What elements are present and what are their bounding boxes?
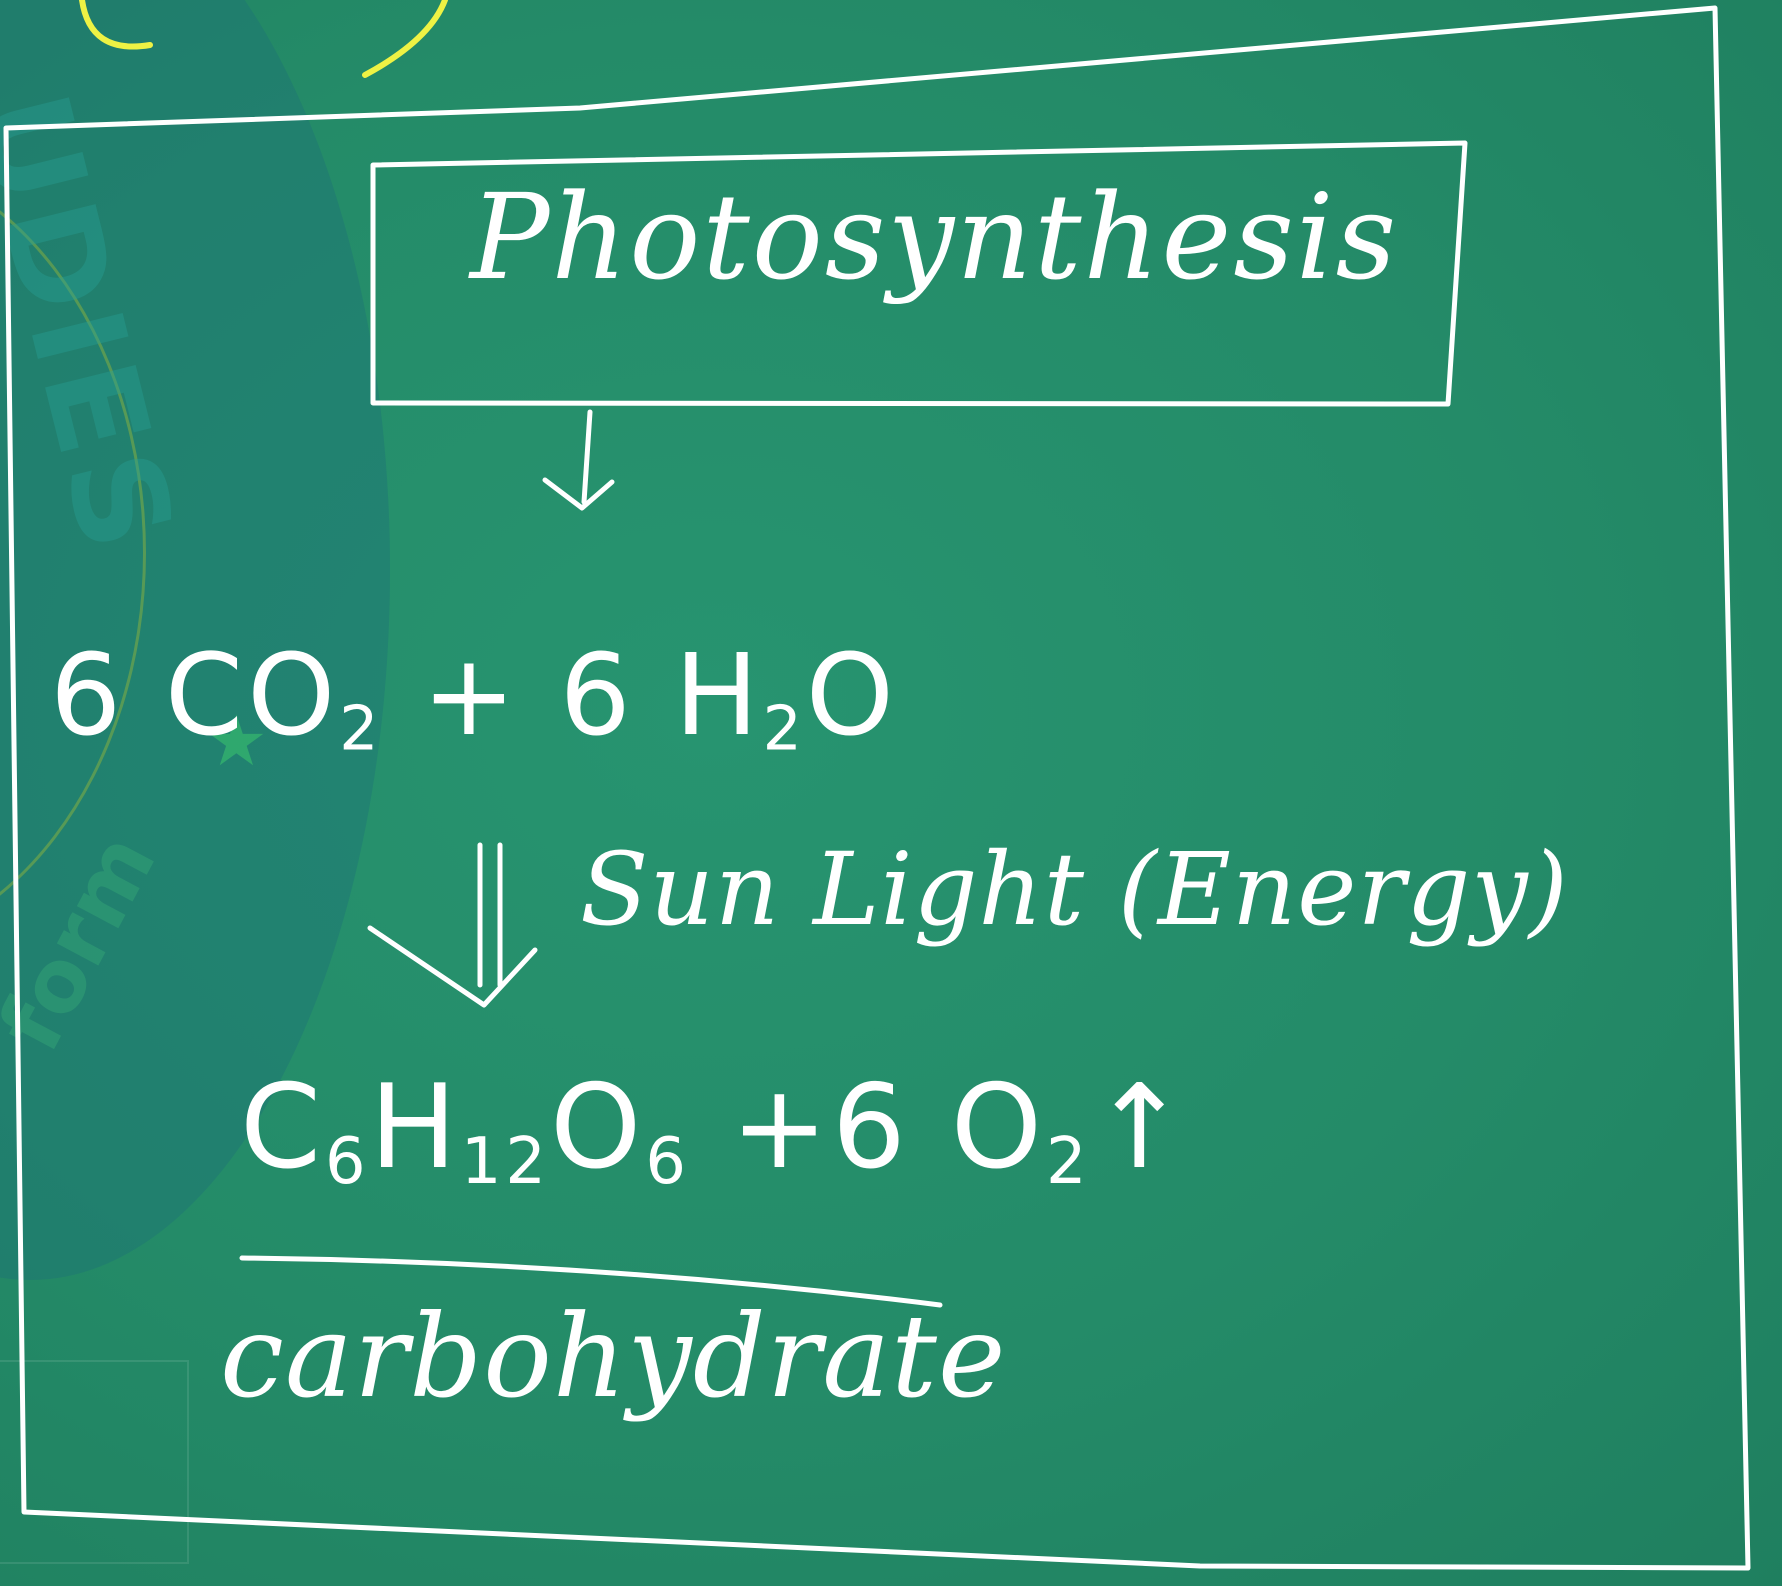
reaction-condition: Sun Light (Energy): [580, 831, 1569, 948]
h2o-o: O: [805, 631, 898, 761]
title: Photosynthesis: [470, 168, 1399, 306]
co2-coefficient: 6: [50, 631, 126, 761]
outer-frame: [3, 5, 1751, 1571]
glucose-o: O: [550, 1060, 646, 1195]
star-icon: ★: [205, 700, 268, 782]
o2-subscript: 2: [1046, 1124, 1091, 1199]
watermark-square: [0, 1360, 189, 1564]
o2-coefficient: 6: [832, 1060, 910, 1195]
product-label: carbohydrate: [220, 1290, 1007, 1423]
plus-sign: +: [422, 631, 520, 761]
gas-arrow-icon: ↑: [1090, 1060, 1192, 1195]
glucose-underline: [239, 1255, 943, 1308]
yellow-doodle: [79, 0, 153, 50]
plus-sign: +: [730, 1060, 832, 1195]
h2o-h: H: [674, 631, 763, 761]
yellow-doodle-right: [362, 0, 448, 78]
double-down-arrow-icon: [367, 842, 538, 1008]
h2o-subscript: 2: [762, 692, 806, 765]
co2-subscript: 2: [339, 692, 383, 765]
reactants: 6 CO2 + 6 H2O: [50, 640, 898, 759]
products: C6H12O6 +6 O2↑: [240, 1070, 1192, 1194]
down-arrow-icon: [542, 409, 615, 511]
glucose-c-subscript: 6: [325, 1124, 370, 1199]
h2o-coefficient: 6: [559, 631, 635, 761]
title-box: [370, 140, 1468, 407]
glucose-h-subscript: 12: [460, 1124, 551, 1199]
glucose-o-subscript: 6: [645, 1124, 690, 1199]
glucose-c: C: [240, 1060, 325, 1195]
o2-symbol: O: [950, 1060, 1046, 1195]
glucose-h: H: [369, 1060, 461, 1195]
co2-symbol: CO: [164, 631, 340, 761]
